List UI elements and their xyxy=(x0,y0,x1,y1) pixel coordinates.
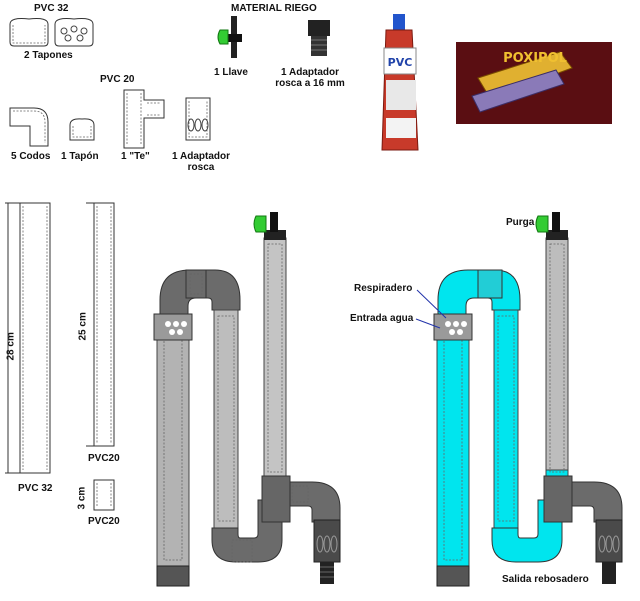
assembly-water xyxy=(415,212,623,587)
adaptador-16mm-icon xyxy=(308,20,330,56)
pipe2-type: PVC20 xyxy=(88,453,120,464)
adaptador16-line1: 1 Adaptador xyxy=(281,67,339,78)
riego-title: MATERIAL RIEGO xyxy=(231,3,317,14)
pipe3-type: PVC20 xyxy=(88,516,120,527)
pipe1-type: PVC 32 xyxy=(18,483,53,494)
poxipol-brand: POXIPOL xyxy=(503,51,567,66)
adaptador-line1: 1 Adaptador xyxy=(172,151,230,162)
salida-label: Salida rebosadero xyxy=(502,574,589,585)
pipe-28cm xyxy=(5,202,51,474)
tapon-20-icon xyxy=(69,118,95,141)
te-icon xyxy=(123,89,165,149)
pvc32-title: PVC 32 xyxy=(34,3,69,14)
tapon-32-b xyxy=(54,18,94,47)
llave-label: 1 Llave xyxy=(214,67,248,78)
te-label: 1 "Te" xyxy=(121,151,150,162)
adaptador16-line2: rosca a 16 mm xyxy=(275,78,345,89)
codo-icon xyxy=(9,107,49,147)
purga-label: Purga xyxy=(506,217,535,228)
tapones-label: 2 Tapones xyxy=(24,50,73,61)
pipe-3cm xyxy=(93,479,115,511)
respiradero-label: Respiradero xyxy=(354,283,413,294)
pvc20-title: PVC 20 xyxy=(100,74,135,85)
adaptador-label: 1 Adaptador rosca xyxy=(166,151,236,173)
poxipol-box: POXIPOL xyxy=(456,42,612,124)
assembly-dry xyxy=(153,212,341,587)
entrada-label: Entrada agua xyxy=(350,313,414,324)
llave-icon xyxy=(217,16,242,58)
pegamento-pvc-tube: PVC xyxy=(381,14,419,151)
pipe-25cm xyxy=(86,202,115,447)
codos-label: 5 Codos xyxy=(11,151,51,162)
adaptador16-label: 1 Adaptador rosca a 16 mm xyxy=(268,67,352,89)
tapon-label: 1 Tapón xyxy=(61,151,99,162)
tapon-32-a xyxy=(9,18,49,47)
adaptador-rosca-icon xyxy=(185,97,211,141)
pegamento-brand: PVC xyxy=(388,56,413,69)
adaptador-line2: rosca xyxy=(187,162,215,173)
